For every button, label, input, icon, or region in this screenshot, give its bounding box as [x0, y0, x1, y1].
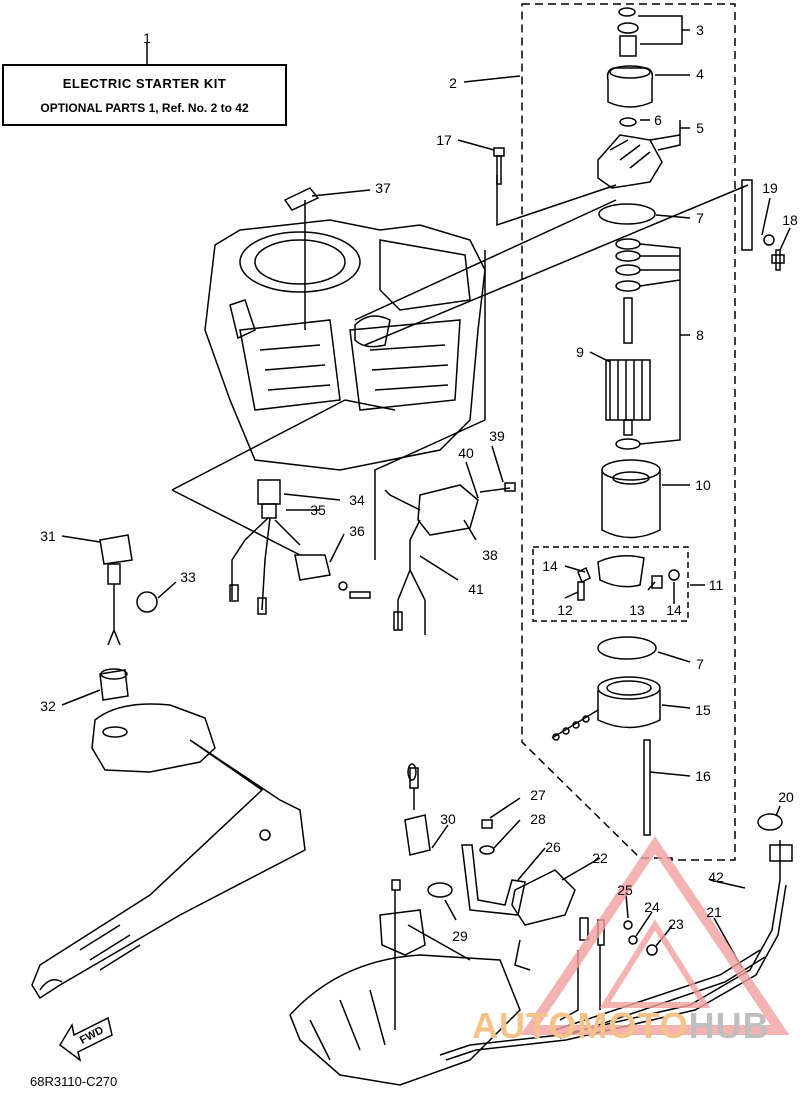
- callout-10: 10: [695, 477, 711, 493]
- callout-20: 20: [778, 789, 794, 805]
- callout-31: 31: [40, 528, 56, 544]
- callout-19: 19: [762, 180, 778, 196]
- callout-1: 1: [143, 30, 151, 46]
- callout-2: 2: [449, 75, 457, 91]
- callout-9: 9: [576, 344, 584, 360]
- callout-39: 39: [489, 428, 505, 444]
- callout-30: 30: [440, 811, 456, 827]
- callout-34: 34: [349, 492, 365, 508]
- callout-29: 29: [452, 928, 468, 944]
- callout-42: 42: [708, 869, 724, 885]
- callout-36: 36: [349, 523, 365, 539]
- callout-13: 13: [629, 602, 645, 618]
- relay-harness: [229, 479, 371, 615]
- callout-7-bottom: 7: [696, 656, 704, 672]
- callout-28: 28: [530, 811, 546, 827]
- callout-15: 15: [695, 702, 711, 718]
- tiller-handle: [31, 703, 306, 1000]
- callout-7-top: 7: [696, 210, 704, 226]
- callout-33: 33: [180, 569, 196, 585]
- callout-26: 26: [545, 839, 561, 855]
- callout-40: 40: [458, 445, 474, 461]
- callout-8: 8: [696, 327, 704, 343]
- callout-38: 38: [482, 547, 498, 563]
- watermark-text: AUTOMOTOHUB: [472, 1008, 770, 1044]
- callout-6: 6: [654, 112, 662, 128]
- mount-bolts: [493, 147, 785, 271]
- callout-3: 3: [696, 22, 704, 38]
- callout-25: 25: [617, 882, 633, 898]
- kit-subtitle: OPTIONAL PARTS 1, Ref. No. 2 to 42: [40, 100, 249, 115]
- key-switch: [99, 534, 158, 701]
- callout-35: 35: [310, 502, 326, 518]
- callout-24: 24: [644, 899, 660, 915]
- watermark-text-a: AUTOMOTO: [472, 1005, 689, 1046]
- callout-14-right: 14: [666, 602, 682, 618]
- brush-kit-outline: [532, 546, 689, 622]
- engine-block: [204, 219, 486, 471]
- callout-23: 23: [668, 916, 684, 932]
- callout-22: 22: [592, 850, 608, 866]
- callout-37: 37: [375, 180, 391, 196]
- kit-title: ELECTRIC STARTER KIT: [62, 75, 227, 91]
- kit-info-box: ELECTRIC STARTER KIT OPTIONAL PARTS 1, R…: [2, 64, 287, 126]
- callout-32: 32: [40, 698, 56, 714]
- rectifier-unit: [384, 482, 516, 635]
- callout-5: 5: [696, 120, 704, 136]
- callout-11: 11: [708, 577, 724, 593]
- callout-17: 17: [436, 132, 452, 148]
- starter-motor-parts: [551, 7, 680, 836]
- callout-21: 21: [706, 904, 722, 920]
- lower-bracket-parts: [289, 763, 793, 1086]
- callout-14-left: 14: [542, 558, 558, 574]
- watermark-triangle-logo: [520, 836, 790, 1035]
- callout-4: 4: [696, 66, 704, 82]
- watermark-text-b: HUB: [688, 1005, 770, 1046]
- callout-16: 16: [695, 768, 711, 784]
- callout-18: 18: [782, 212, 798, 228]
- drawing-code: 68R3110-C270: [30, 1074, 118, 1089]
- callout-27: 27: [530, 787, 546, 803]
- fwd-arrow-icon: [59, 1016, 113, 1062]
- callout-12: 12: [557, 602, 573, 618]
- starter-assembly-outline: [521, 3, 736, 861]
- callout-41: 41: [468, 581, 484, 597]
